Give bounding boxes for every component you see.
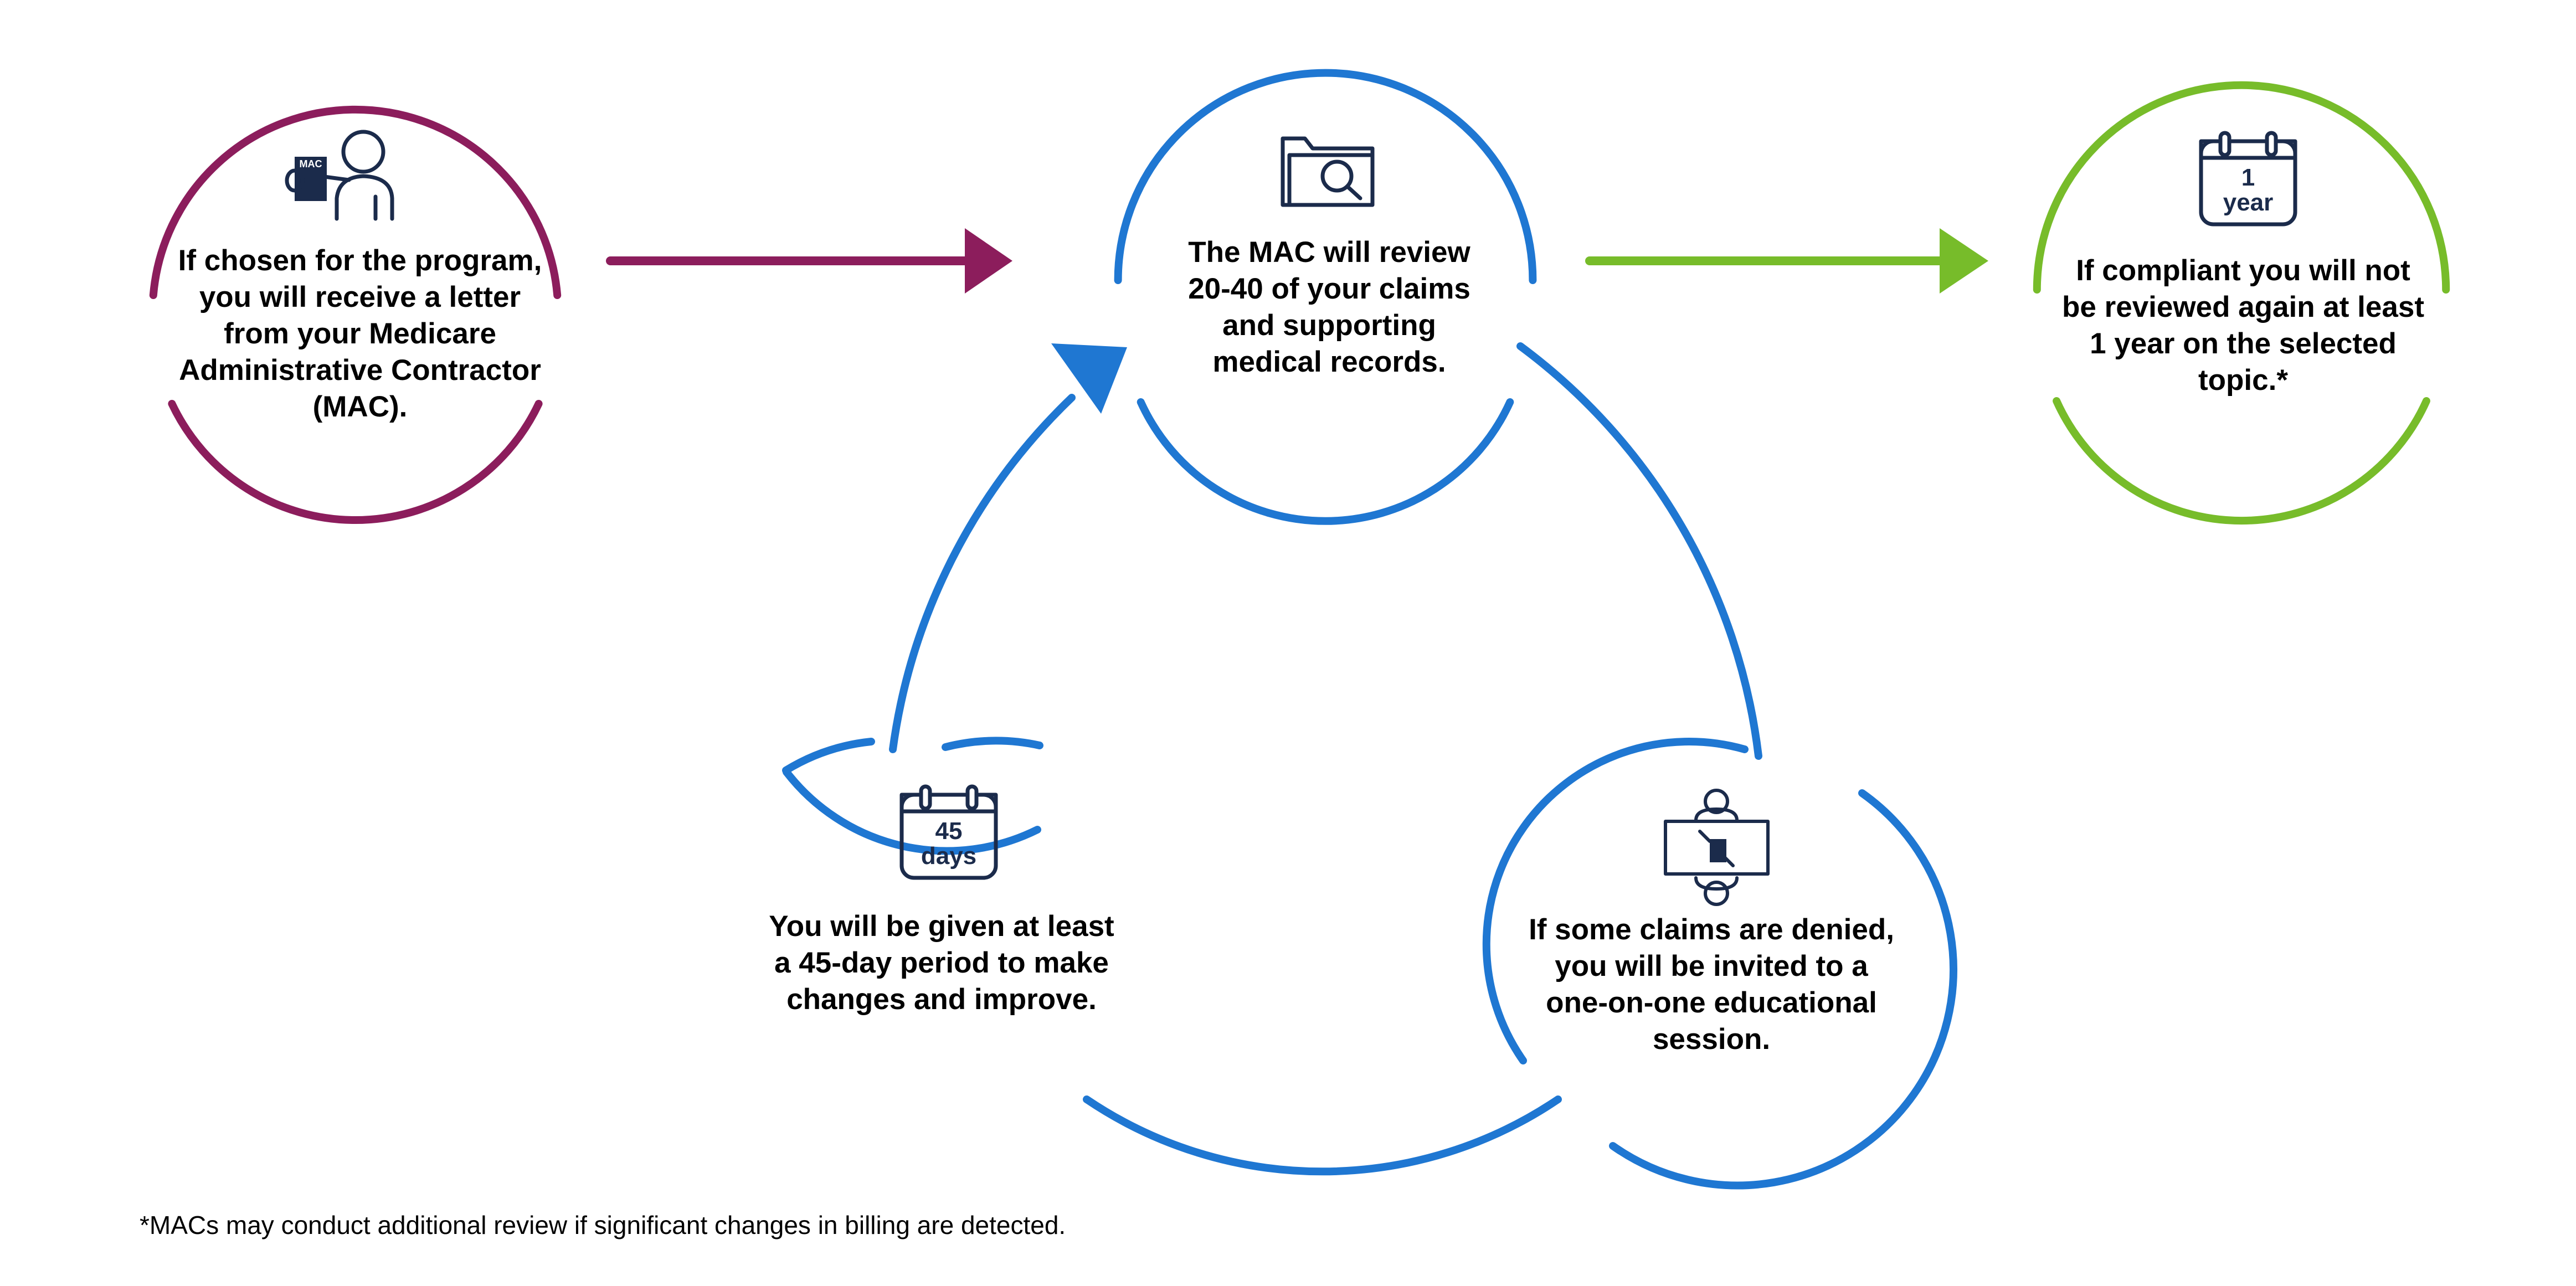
cycle-arrowhead: [1051, 343, 1127, 414]
compliant-description: If compliant you will not be reviewed ag…: [2062, 254, 2424, 397]
footnote: *MACs may conduct additional review if s…: [140, 1211, 1066, 1239]
calendar-top-label: 1: [2241, 164, 2255, 191]
arrow-review-to-compliant: [1585, 228, 1988, 294]
letter-description: If chosen for the program, you will rece…: [178, 244, 542, 423]
letter-icon-label: MAC: [300, 158, 322, 169]
calendar-bottom-label: days: [921, 842, 976, 870]
review-circle: [1114, 69, 1537, 525]
folder-search-icon: [1281, 136, 1375, 207]
improve-description: You will be given at least a 45-day peri…: [769, 910, 1114, 1016]
calendar-icon: 45 days: [899, 784, 998, 880]
arrow-letter-to-review: [606, 228, 1012, 294]
calendar-top-label: 45: [935, 817, 963, 845]
education-description: If some claims are denied, you will be i…: [1529, 913, 1894, 1056]
person-with-letter-icon: MAC: [285, 130, 394, 221]
meeting-table-icon: [1664, 789, 1770, 906]
education-circle: [1482, 738, 1957, 1190]
compliant-circle: [2033, 81, 2450, 525]
calendar-icon: 1 year: [2199, 131, 2297, 227]
review-description: The MAC will review 20-40 of your claims…: [1188, 236, 1470, 378]
letter-circle: [149, 105, 562, 524]
cycle-arcs: [889, 342, 1762, 1176]
calendar-bottom-label: year: [2223, 189, 2274, 216]
